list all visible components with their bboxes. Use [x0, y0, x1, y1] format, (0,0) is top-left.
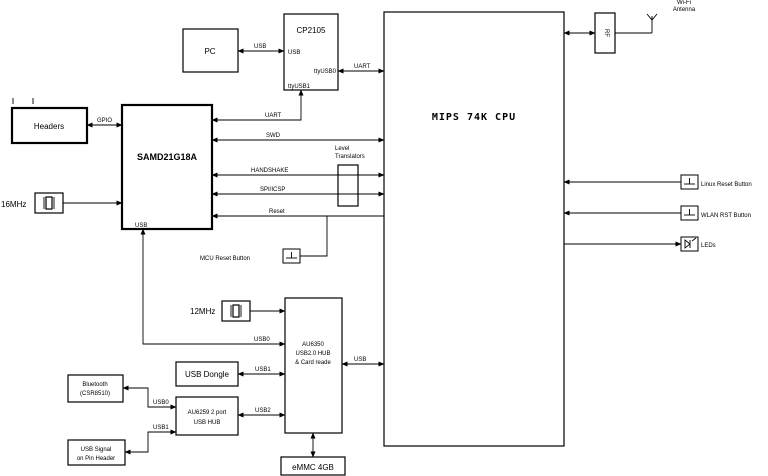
mcu-block: SAMD21G18A USB	[120, 103, 214, 231]
headers-block: Headers	[10, 98, 89, 145]
usb-signal-label-1: USB Signal	[81, 447, 112, 453]
xtal-12mhz: 12MHz	[190, 300, 286, 322]
link-cp2105-cpu: UART	[354, 64, 371, 70]
mcu-reset-button: MCU Reset Button	[200, 248, 301, 264]
pc-block: PC	[182, 28, 239, 73]
pc-label: PC	[204, 47, 215, 56]
rf-block: RF	[594, 12, 616, 54]
headers-label: Headers	[34, 122, 64, 131]
usb-hub-label-2: USB2.0 HUB	[295, 351, 330, 357]
xtal-16mhz-label: 16MHz	[1, 200, 26, 209]
level-translators-block: Level Translators	[335, 146, 365, 207]
pushbutton-icon	[282, 248, 301, 264]
bluetooth-label-1: Bluetooth	[82, 382, 107, 388]
linux-reset-button-label: Linux Reset Button	[701, 182, 752, 188]
mcu-label: SAMD21G18A	[137, 152, 198, 162]
link-gpio: GPIO	[97, 118, 112, 124]
au6259-label-1: AU6259 2 port	[188, 410, 227, 416]
cpu-block: MIPS 74K CPU	[383, 11, 565, 447]
usb-signal-label-2: on Pin Header	[77, 456, 115, 462]
level-translators-label-1: Level	[335, 146, 349, 152]
linux-reset-button: Linux Reset Button	[680, 174, 752, 190]
leds-label: LEDs	[701, 243, 716, 249]
link-swd: SWD	[266, 133, 281, 139]
wifi-antenna-label-2: Antenna	[673, 7, 696, 13]
xtal-12mhz-label: 12MHz	[190, 307, 215, 316]
link-mcu-cp2105: UART	[265, 113, 282, 119]
usb-hub-label-1: AU6350	[302, 342, 324, 348]
au6259-block: AU6259 2 port USB HUB	[175, 396, 239, 436]
pushbutton-icon	[680, 205, 699, 221]
usb-hub-block: AU6350 USB2.0 HUB & Card reade	[284, 297, 343, 434]
cp2105-usb-port: USB	[288, 50, 300, 56]
usb-dongle-block: USB Dongle	[175, 361, 239, 387]
emmc-block: eMMC 4GB	[280, 456, 346, 476]
wifi-antenna-label-1: Wi-Fi	[677, 0, 691, 6]
rf-label: RF	[603, 29, 609, 37]
cp2105-ttyusb0-port: ttyUSB0	[314, 69, 337, 75]
wlan-rst-button-label: WLAN RST Button	[701, 213, 751, 219]
cp2105-block: CP2105 USB ttyUSB0 ttyUSB1	[283, 13, 339, 91]
pushbutton-icon	[680, 174, 699, 190]
wlan-rst-button: WLAN RST Button	[680, 205, 751, 221]
usb-hub-label-3: & Card reade	[295, 360, 331, 366]
au6259-label-2: USB HUB	[194, 420, 221, 426]
link-usb1-signal: USB1	[153, 425, 169, 431]
wifi-antenna: Wi-Fi Antenna	[615, 0, 696, 34]
mcu-reset-button-label: MCU Reset Button	[200, 256, 250, 262]
mcu-usb-port-label: USB	[135, 223, 147, 229]
usb-dongle-label: USB Dongle	[185, 370, 230, 379]
link-handshake: HANDSHAKE	[251, 168, 288, 174]
link-usb0-bluetooth: USB0	[153, 400, 169, 406]
emmc-label: eMMC 4GB	[292, 463, 334, 472]
level-translators-label-2: Translators	[335, 154, 365, 160]
cp2105-label: CP2105	[297, 26, 326, 35]
link-usb0-mcu: USB0	[254, 337, 270, 343]
usb-signal-block: USB Signal on Pin Header	[67, 439, 126, 466]
link-spi-icsp: SPI/ICSP	[260, 187, 285, 193]
connections: USB UART UART GPIO SWD HANDSHAKE SPI/ICS…	[86, 30, 682, 458]
bluetooth-block: Bluetooth (CSR8510)	[67, 374, 124, 403]
bluetooth-label-2: (CSR8510)	[80, 391, 110, 397]
link-usb2-au6259: USB2	[255, 408, 271, 414]
link-hub-cpu: USB	[354, 357, 366, 363]
link-pc-cp2105: USB	[254, 44, 266, 50]
led-icon	[680, 236, 699, 252]
xtal-16mhz: 16MHz	[1, 192, 123, 214]
leds: LEDs	[680, 236, 716, 252]
cp2105-ttyusb1-port: ttyUSB1	[288, 84, 311, 90]
link-reset: Reset	[269, 209, 285, 215]
link-usb1-dongle: USB1	[255, 367, 271, 373]
cpu-label: MIPS 74K CPU	[432, 112, 516, 123]
